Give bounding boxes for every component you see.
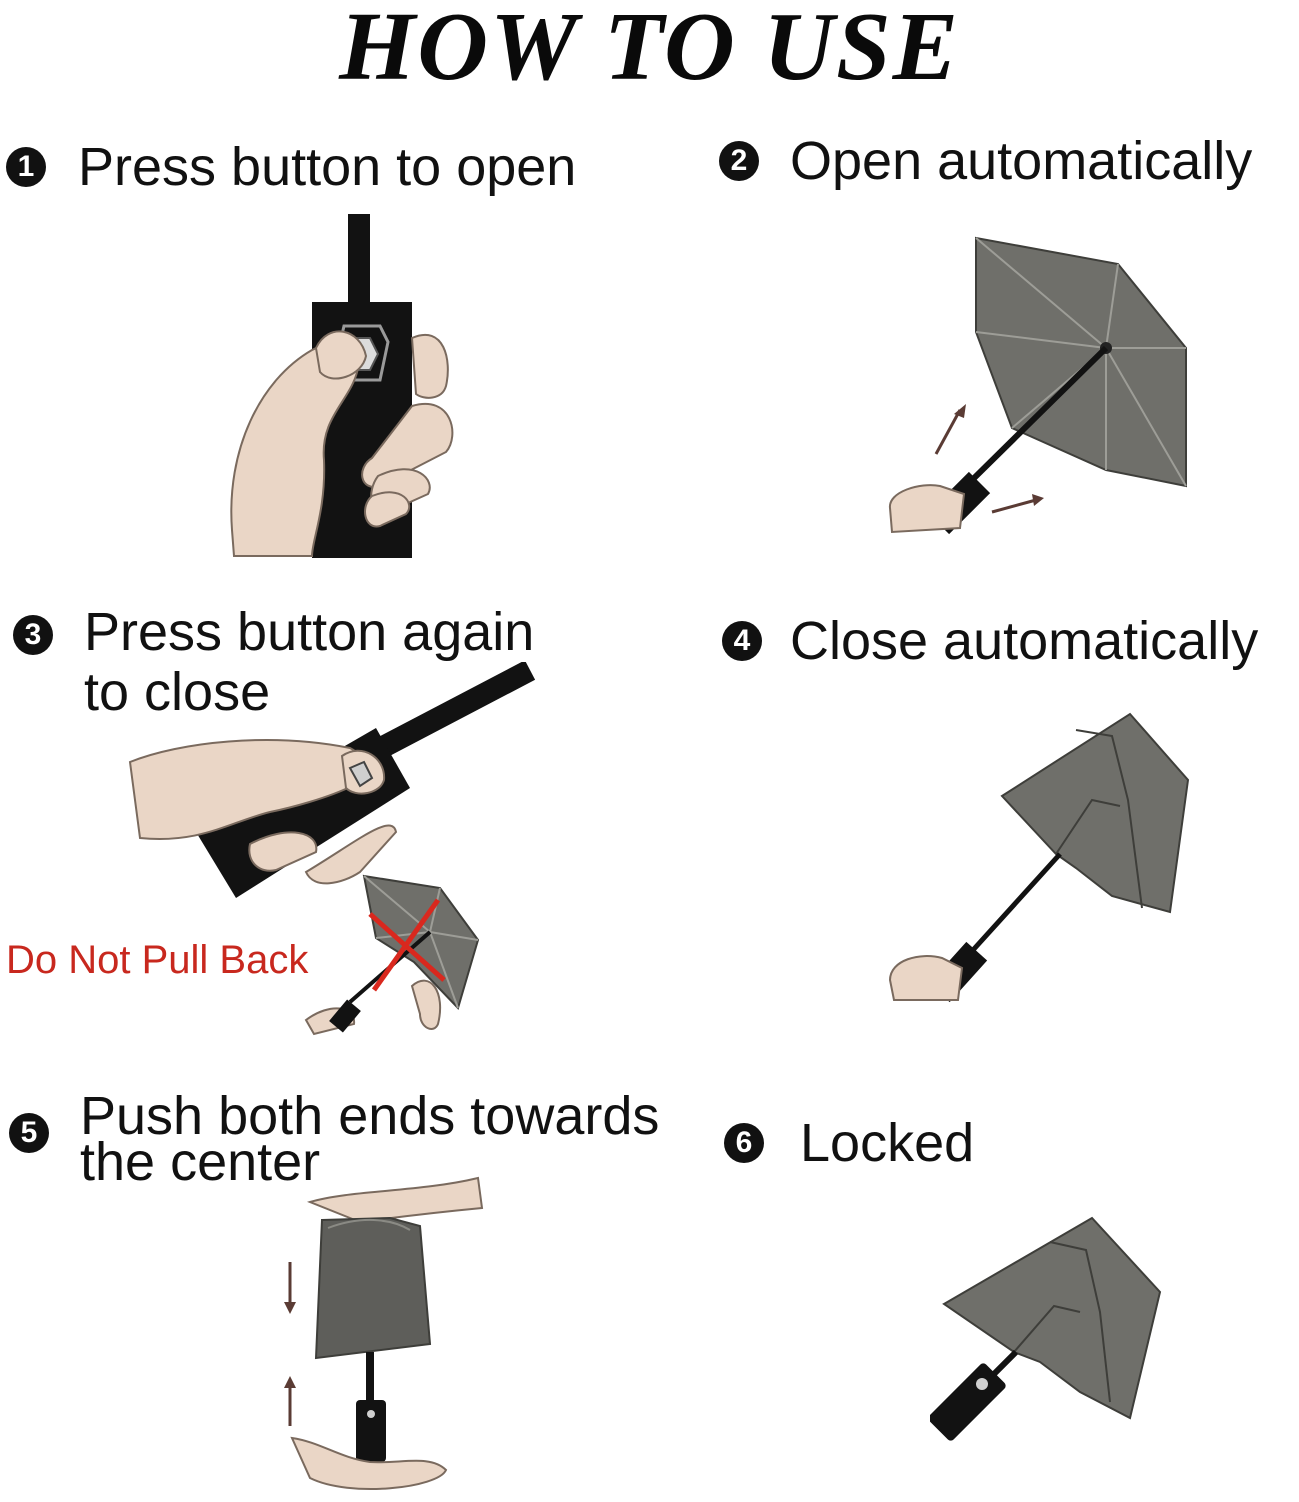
umbrella-locked-icon [930, 1216, 1162, 1441]
step-3-label-line-1: Press button again [84, 602, 535, 662]
step-4-label: Close automatically [790, 611, 1259, 671]
umbrella-open-icon [888, 236, 1187, 535]
step-2-label: Open automatically [790, 131, 1253, 191]
step-5-label-line-1: Push both ends towards [80, 1086, 660, 1146]
step-1-badge: 1 [6, 147, 46, 187]
step-4-badge: 4 [722, 621, 762, 661]
step-1-label: Press button to open [78, 137, 577, 197]
step-5-label-line-2: the center [80, 1132, 321, 1192]
step-5-badge: 5 [9, 1113, 49, 1153]
hand-closing-umbrella-icon [128, 662, 536, 1036]
step-3-badge: 3 [13, 615, 53, 655]
step-2-badge: 2 [719, 141, 759, 181]
step-6-label: Locked [800, 1113, 975, 1173]
step-6-badge: 6 [724, 1123, 764, 1163]
umbrella-closing-icon [888, 712, 1190, 1003]
step-3-label-line-2: to close [84, 662, 271, 722]
page-title: HOW TO USE [339, 0, 960, 101]
warning-label: Do Not Pull Back [6, 938, 309, 982]
hand-pressing-button-icon [230, 214, 454, 558]
hands-compressing-umbrella-icon [284, 1176, 484, 1491]
